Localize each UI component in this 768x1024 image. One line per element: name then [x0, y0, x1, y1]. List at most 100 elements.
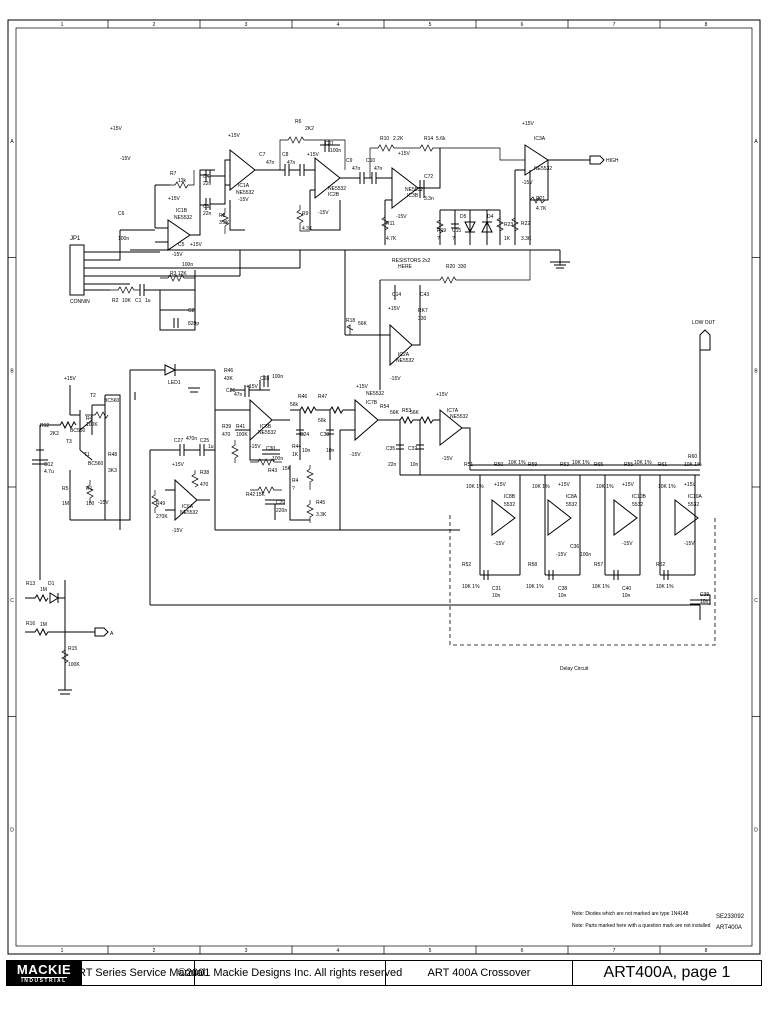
label-rail-neg-15: -15V	[622, 541, 633, 547]
label-rail-pos-10: +15V	[246, 384, 258, 390]
label-r49-val: 270K	[156, 514, 168, 520]
label-ic7b-part: NE5532	[366, 391, 384, 397]
title-page: ART400A, page 1	[572, 961, 761, 985]
label-rail-pos-8: +15V	[388, 306, 400, 312]
label-r10-val: 2.2K	[393, 136, 404, 142]
label-r50: R50	[494, 462, 503, 468]
label-resistors-note1: RESISTORS 2x2	[392, 258, 430, 264]
frame-zone-number: 6	[521, 948, 524, 954]
label-r11-val: 4.7K	[386, 236, 397, 242]
label-rail-pos-4: +15V	[228, 133, 240, 139]
label-ic7b: IC7B	[366, 400, 378, 406]
label-r14-val: 5.6k	[436, 136, 446, 142]
component-labels: JP1 CONNIN R2 10K C1 1u R3 12K C2 820p C…	[26, 119, 715, 672]
label-low-out: LOW OUT	[692, 320, 715, 326]
label-r22-val: 3.3K	[521, 236, 532, 242]
label-r19: R19	[437, 228, 446, 234]
label-r47-val: 56k	[318, 418, 327, 424]
label-ic10b: IC10B	[632, 494, 647, 500]
label-rh46-val: 56k	[290, 402, 299, 408]
label-c25: C25	[200, 438, 209, 444]
label-t1: T1	[84, 452, 90, 458]
label-r41-val: 100K	[236, 432, 248, 438]
label-r54: R54	[380, 404, 389, 410]
frame-zone-number: 4	[337, 948, 340, 954]
label-c36-val: 100n	[580, 552, 591, 558]
label-c43: C43	[420, 292, 429, 298]
label-ic1a: IC1A	[238, 183, 250, 189]
label-c24: C24	[300, 432, 309, 438]
label-ic8a: IC8A	[566, 494, 578, 500]
label-ic2a: IC2A	[398, 352, 410, 358]
label-t3-part: BC560	[88, 461, 104, 467]
label-rail-pos-9: +15V	[64, 376, 76, 382]
label-r54-val: 56K	[390, 410, 400, 416]
label-c1-val: 1u	[145, 298, 151, 304]
label-r57: R57	[594, 562, 603, 568]
label-c30-val: 100n	[272, 456, 283, 462]
label-rh46: R46	[298, 394, 307, 400]
label-ic6a: IC6A	[182, 504, 194, 510]
label-ic3a: IC3A	[534, 136, 546, 142]
label-r52: R52	[462, 562, 471, 568]
label-c36: C36	[570, 544, 579, 550]
label-ic2b-part: NE5532	[328, 186, 346, 192]
label-rail-neg-13: -15V	[494, 541, 505, 547]
frame-zone-number: 7	[613, 22, 616, 28]
label-r20-val: 330	[458, 264, 467, 270]
label-c31: C31	[492, 586, 501, 592]
frame-zone-letter: D	[10, 827, 14, 833]
label-c28-val: 100n	[272, 374, 283, 380]
label-r7-val: 13k	[178, 178, 187, 184]
label-rail-pos-13: +15V	[436, 392, 448, 398]
note-doc-number: SE233092	[716, 914, 745, 920]
frame-zone-number: 2	[153, 948, 156, 954]
label-c28: C28	[260, 376, 269, 382]
label-r16-val: 1M	[40, 622, 47, 628]
label-c29: C29	[276, 500, 285, 506]
frame-zone-number: 5	[429, 22, 432, 28]
label-rail-neg-12: -15V	[442, 456, 453, 462]
label-c72: C72	[424, 174, 433, 180]
label-r51-val: 10K 1%	[466, 484, 484, 490]
label-r53: R53	[402, 408, 411, 414]
label-rail-pos-2: +15V	[168, 196, 180, 202]
label-rail-neg-11: -15V	[350, 452, 361, 458]
label-c3-val: 22n	[203, 211, 212, 217]
label-ic2a-part: NE5532	[396, 358, 414, 364]
label-c39: C39	[700, 592, 709, 598]
label-c31-val: 10n	[492, 593, 501, 599]
label-rail-pos-1: +15V	[110, 126, 122, 132]
label-rk7-val: 330	[418, 316, 427, 322]
label-c26-val: 47n	[234, 392, 243, 398]
frame-zone-letter: A	[754, 139, 758, 145]
label-jp1-sub: CONNIN	[70, 299, 90, 305]
label-c12-val: 4.7u	[44, 469, 54, 475]
frame-zone-number: 2	[153, 22, 156, 28]
label-r52-val: 10K 1%	[462, 584, 480, 590]
label-delay-circuit: Delay Circuit	[560, 666, 589, 672]
label-c8-val: 47n	[287, 160, 296, 166]
label-r7: R7	[170, 171, 177, 177]
label-r12-val: 2K2	[50, 431, 59, 437]
label-rail-neg-3: -15V	[238, 197, 249, 203]
label-ic6b-part: NE5532	[258, 430, 276, 436]
frame-zone-letter: C	[754, 598, 758, 604]
label-r4: R4	[86, 416, 93, 422]
label-r14: R14	[424, 136, 433, 142]
note-question-mark: Note: Parts marked here with a question …	[572, 923, 711, 929]
label-rail-neg-7: -15V	[390, 376, 401, 382]
label-r23: R23	[504, 222, 513, 228]
label-r3: R3 12K	[170, 271, 187, 277]
label-c30: C30	[266, 446, 275, 452]
label-output-a: A	[110, 631, 114, 637]
label-c6-val: 100n	[118, 236, 129, 242]
frame-zone-number: 1	[61, 22, 64, 28]
label-r49: R49	[156, 501, 165, 507]
label-r59-val: 10K 1%	[532, 484, 550, 490]
label-c3: C3	[203, 204, 210, 210]
label-c33-val: 10n	[326, 448, 335, 454]
label-high: HIGH	[606, 158, 619, 164]
frame-zone-number: 4	[337, 22, 340, 28]
